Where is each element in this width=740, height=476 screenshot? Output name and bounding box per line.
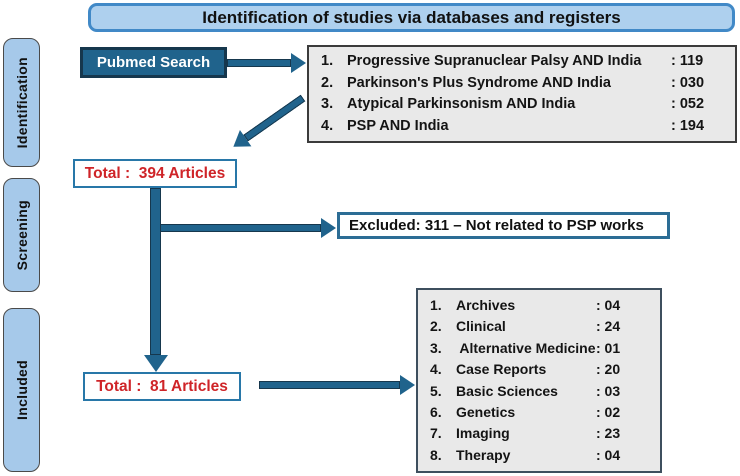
- row-number: 7.: [430, 425, 442, 442]
- arrow-head-icon: [321, 218, 336, 238]
- arrow-head-icon: [291, 53, 306, 73]
- row-count: : 24: [596, 318, 621, 335]
- arrow-branch-to-excluded: [160, 216, 336, 240]
- row-label: Therapy: [456, 446, 511, 463]
- arrow-total81-to-categories: [259, 373, 415, 397]
- total-81-box: Total : 81 Articles: [83, 372, 241, 401]
- category-row: 7. Imaging : 23: [430, 423, 648, 444]
- row-number: 3.: [321, 96, 334, 112]
- category-row: 4. Case Reports : 20: [430, 359, 648, 380]
- row-number: 4.: [321, 117, 334, 134]
- row-number: 4.: [430, 361, 442, 378]
- stage-screening-label: Screening: [13, 199, 30, 271]
- total-81-label: Total : 81 Articles: [96, 377, 228, 395]
- row-count: : 04: [596, 446, 621, 463]
- row-count: : 119: [671, 53, 704, 69]
- row-count: : 23: [596, 425, 621, 442]
- total-394-box: Total : 394 Articles: [73, 159, 237, 188]
- row-label: Alternative Medicine: [456, 339, 596, 356]
- row-number: 2.: [430, 318, 442, 335]
- row-count: : 04: [596, 296, 621, 313]
- row-count: : 03: [596, 382, 621, 399]
- pubmed-search-label: Pubmed Search: [96, 54, 211, 71]
- row-label: Genetics: [456, 403, 516, 420]
- row-label: Atypical Parkinsonism AND India: [347, 96, 576, 112]
- search-result-row: 4. PSP AND India : 194: [321, 116, 723, 138]
- arrow-shaft: [160, 224, 321, 232]
- arrow-pubmed-to-results: [227, 51, 306, 75]
- arrow-shaft: [243, 94, 306, 142]
- diagram-title: Identification of studies via databases …: [88, 3, 735, 32]
- arrow-shaft: [259, 381, 400, 389]
- arrow-head-icon: [400, 375, 415, 395]
- stage-included-label: Included: [13, 360, 30, 420]
- diagram-title-text: Identification of studies via databases …: [202, 7, 621, 27]
- row-label: Parkinson's Plus Syndrome AND India: [347, 74, 611, 91]
- total-394-label: Total : 394 Articles: [84, 164, 226, 182]
- category-row: 2. Clinical : 24: [430, 316, 648, 337]
- row-label: Archives: [456, 296, 516, 313]
- arrow-head-icon: [144, 355, 168, 372]
- arrow-shaft: [150, 188, 162, 355]
- row-count: : 20: [596, 361, 621, 378]
- stage-identification: Identification: [3, 38, 40, 167]
- row-number: 1.: [430, 296, 442, 313]
- category-row: 1. Archives : 04: [430, 295, 648, 316]
- category-row: 8. Therapy : 04: [430, 445, 648, 466]
- search-result-row: 2. Parkinson's Plus Syndrome AND India :…: [321, 73, 723, 95]
- row-label: Imaging: [456, 425, 510, 442]
- stage-included: Included: [3, 308, 40, 472]
- row-label: Progressive Supranuclear Palsy AND India: [347, 53, 642, 69]
- row-count: : 030: [671, 74, 705, 91]
- row-count: : 052: [671, 96, 705, 112]
- row-number: 1.: [321, 53, 334, 69]
- excluded-label: Excluded: 311 – Not related to PSP works: [349, 217, 644, 234]
- categories-box: 1. Archives : 04 2. Clinical : 24 3. Alt…: [416, 288, 662, 473]
- arrow-results-to-total394: [226, 88, 309, 156]
- search-results-box: 1. Progressive Supranuclear Palsy AND In…: [307, 45, 737, 143]
- category-row: 3. Alternative Medicine : 01: [430, 338, 648, 359]
- search-result-row: 3. Atypical Parkinsonism AND India : 052: [321, 94, 723, 116]
- row-number: 5.: [430, 382, 442, 399]
- search-result-row: 1. Progressive Supranuclear Palsy AND In…: [321, 51, 723, 73]
- row-count: : 01: [596, 339, 621, 356]
- stage-identification-label: Identification: [13, 56, 30, 149]
- row-number: 8.: [430, 446, 442, 463]
- arrow-shaft: [227, 59, 291, 67]
- row-label: PSP AND India: [347, 117, 449, 134]
- row-number: 3.: [430, 339, 442, 356]
- excluded-box: Excluded: 311 – Not related to PSP works: [337, 212, 670, 239]
- row-number: 6.: [430, 403, 442, 420]
- category-row: 6. Genetics : 02: [430, 402, 648, 423]
- stage-screening: Screening: [3, 178, 40, 292]
- row-label: Clinical: [456, 318, 506, 335]
- category-row: 5. Basic Sciences : 03: [430, 381, 648, 402]
- row-count: : 02: [596, 403, 621, 420]
- row-label: Case Reports: [456, 361, 547, 378]
- row-count: : 194: [671, 117, 705, 134]
- pubmed-search-box: Pubmed Search: [80, 47, 227, 78]
- row-label: Basic Sciences: [456, 382, 558, 399]
- row-number: 2.: [321, 74, 334, 91]
